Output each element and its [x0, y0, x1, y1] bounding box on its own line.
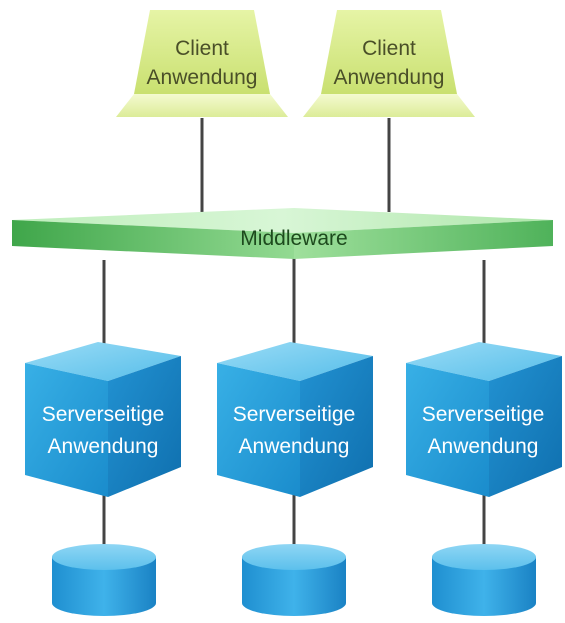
database-1 [52, 544, 156, 616]
cube-top-face [25, 342, 181, 381]
database-3 [432, 544, 536, 616]
client-label-line1: Client [362, 37, 416, 60]
server-application-1: Serverseitige Anwendung [25, 342, 181, 497]
server-label-line1: Serverseitige [422, 403, 545, 426]
database-2 [242, 544, 346, 616]
client-monitor-screen [321, 10, 457, 94]
client-label-line2: Anwendung [334, 66, 445, 89]
server-label-line2: Anwendung [48, 435, 159, 458]
client-monitor-base [116, 94, 288, 117]
client-application-2: Client Anwendung [303, 10, 475, 117]
server-label-line2: Anwendung [428, 435, 539, 458]
middleware-left-face [12, 220, 294, 259]
server-label-line1: Serverseitige [233, 403, 356, 426]
cube-left-face [25, 363, 108, 497]
cube-right-face [108, 356, 181, 497]
middleware-layer: Middleware [12, 208, 553, 259]
server-application-2: Serverseitige Anwendung [217, 342, 373, 497]
database-cylinder-top [432, 544, 536, 570]
client-label-line1: Client [175, 37, 229, 60]
server-label-line2: Anwendung [239, 435, 350, 458]
middleware-label: Middleware [240, 227, 347, 250]
cube-right-face [489, 356, 562, 497]
connectors [102, 118, 486, 545]
client-label-line2: Anwendung [147, 66, 258, 89]
cube-right-face [300, 356, 373, 497]
database-cylinder-top [52, 544, 156, 570]
client-monitor-screen [134, 10, 270, 94]
database-cylinder-top [242, 544, 346, 570]
client-application-1: Client Anwendung [116, 10, 288, 117]
database-cylinder-body [242, 557, 346, 616]
client-monitor-base [303, 94, 475, 117]
server-application-3: Serverseitige Anwendung [406, 342, 562, 497]
middleware-top-face [12, 208, 553, 233]
server-label-line1: Serverseitige [42, 403, 165, 426]
cube-left-face [406, 363, 489, 497]
cube-left-face [217, 363, 300, 497]
middleware-right-face [294, 220, 553, 259]
database-cylinder-body [432, 557, 536, 616]
database-cylinder-body [52, 557, 156, 616]
cube-top-face [406, 342, 562, 381]
cube-top-face [217, 342, 373, 381]
